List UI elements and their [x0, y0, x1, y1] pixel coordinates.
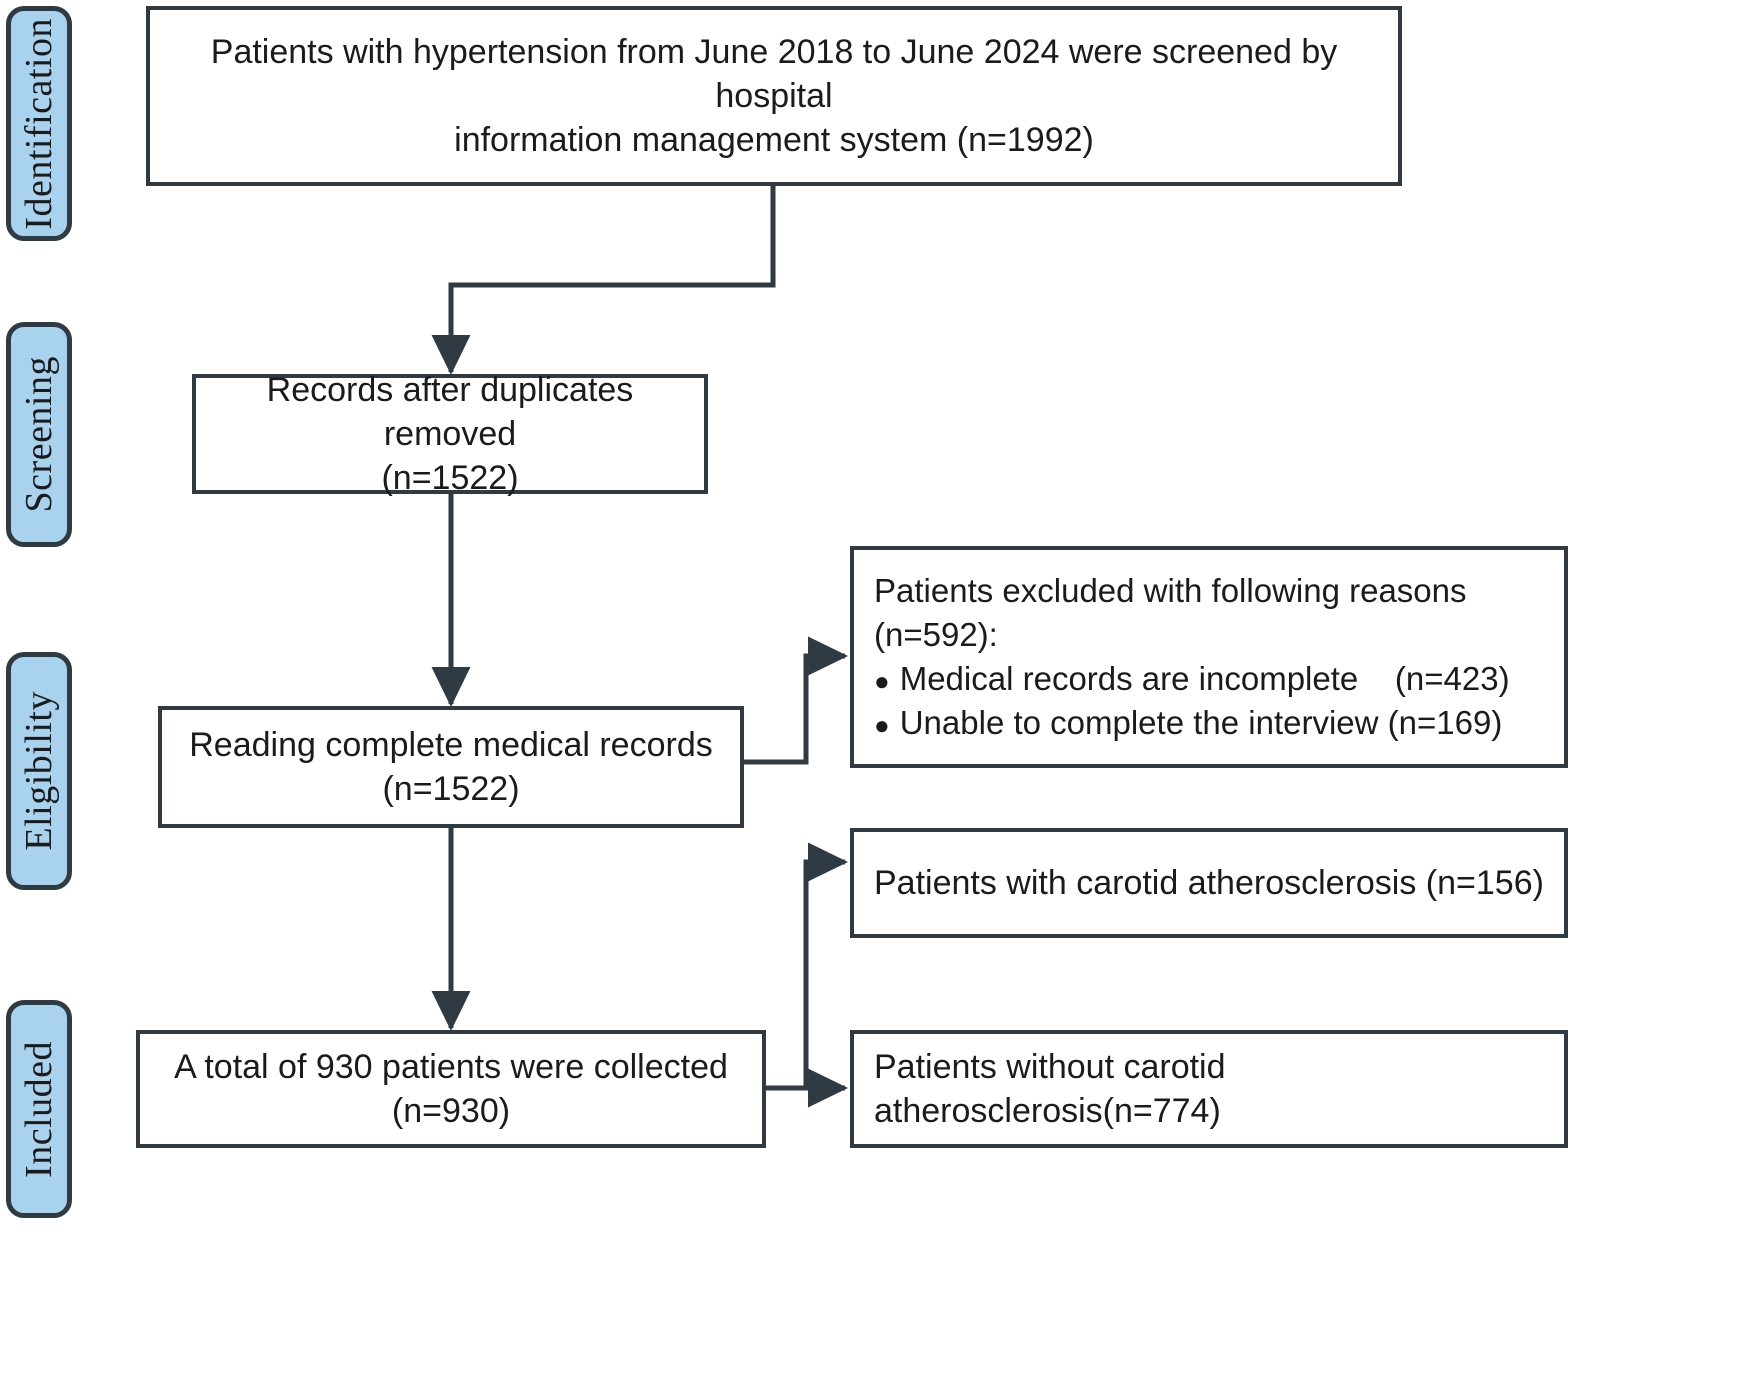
stage-label-screening: Screening — [6, 322, 72, 547]
stage-label-included: Included — [6, 1000, 72, 1218]
connector-total-to-with-cas — [766, 842, 848, 1091]
excluded-reason-list: Patients excluded with following reasons… — [854, 569, 1564, 746]
stage-label-eligibility: Eligibility — [6, 652, 72, 890]
box-with-carotid-atherosclerosis: Patients with carotid atherosclerosis (n… — [850, 828, 1568, 938]
box-with-carotid-atherosclerosis-text: Patients with carotid atherosclerosis (n… — [874, 863, 1544, 902]
box-without-carotid-atherosclerosis: Patients without carotid atherosclerosis… — [850, 1030, 1568, 1148]
connector-screened-to-duplicates — [431, 185, 776, 375]
excluded-heading-line1: Patients excluded with following reasons — [874, 571, 1467, 609]
box-screened: Patients with hypertension from June 201… — [146, 6, 1402, 186]
excluded-reason-text: Medical records are incomplete (n=423) — [899, 660, 1510, 697]
connector-reading-to-excluded — [744, 636, 848, 765]
box-reading-records: Reading complete medical records (n=1522… — [158, 706, 744, 828]
box-total-collected-text: A total of 930 patients were collected (… — [174, 1047, 728, 1130]
stage-label-eligibility-text: Eligibility — [18, 691, 60, 851]
box-screened-text: Patients with hypertension from June 201… — [210, 32, 1338, 160]
excluded-heading-line2: (n=592): — [874, 615, 998, 653]
box-total-collected: A total of 930 patients were collected (… — [136, 1030, 766, 1148]
stage-label-identification-text: Identification — [18, 17, 60, 230]
box-excluded: Patients excluded with following reasons… — [850, 546, 1568, 768]
box-reading-records-text: Reading complete medical records (n=1522… — [189, 725, 713, 808]
box-without-carotid-atherosclerosis-text: Patients without carotid atherosclerosis… — [874, 1047, 1226, 1130]
box-duplicates-removed: Records after duplicates removed (n=1522… — [192, 371, 708, 497]
stage-label-identification: Identification — [6, 6, 72, 241]
stage-label-screening-text: Screening — [18, 356, 60, 513]
excluded-reason-item: ● Unable to complete the interview (n=16… — [874, 701, 1544, 745]
bullet-icon: ● — [874, 710, 890, 741]
box-duplicates-removed-text: Records after duplicates removed (n=1522… — [266, 370, 634, 498]
excluded-reason-item: ● Medical records are incomplete (n=423) — [874, 657, 1544, 701]
stage-label-included-text: Included — [18, 1040, 60, 1178]
excluded-reason-text: Unable to complete the interview (n=169) — [899, 704, 1503, 742]
bullet-icon: ● — [874, 666, 890, 696]
